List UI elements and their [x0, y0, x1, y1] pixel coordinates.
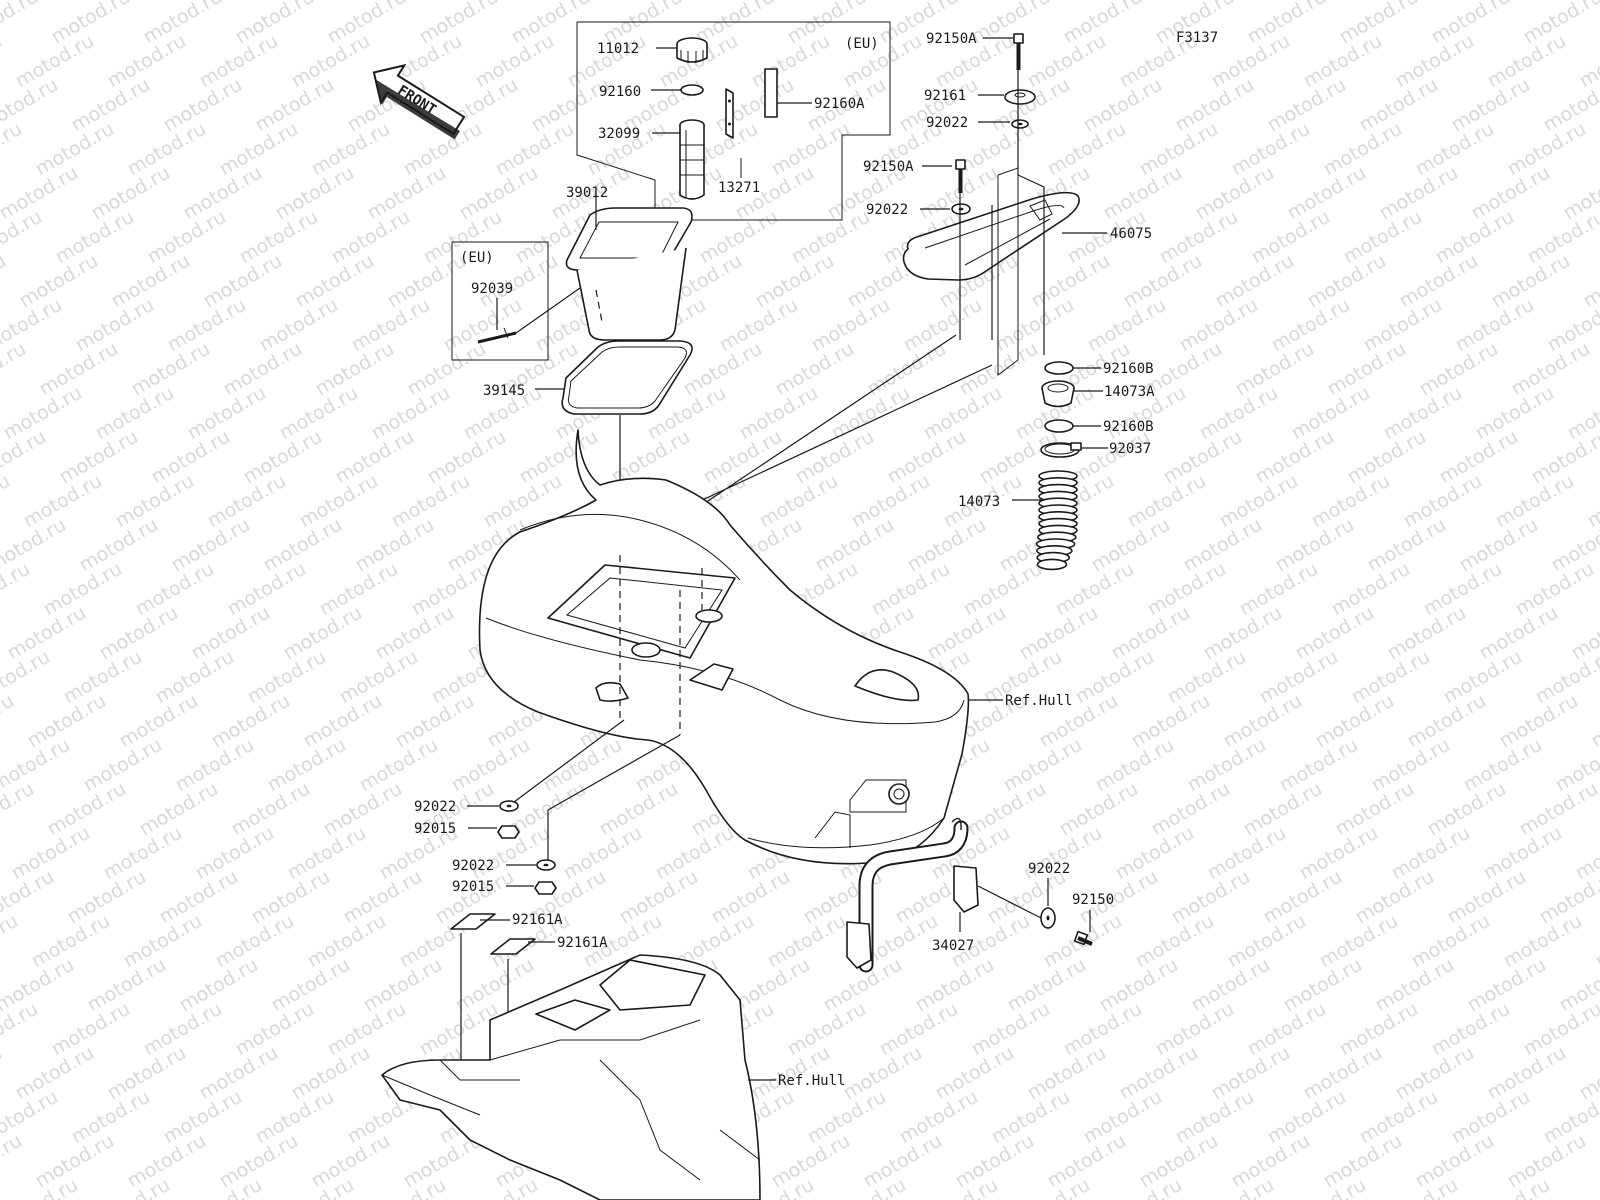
hose-ring [1036, 558, 1068, 571]
label-92022-e: 92022 [1028, 861, 1070, 877]
label-92160A: 92160A [814, 96, 865, 112]
watermark-text: motod.ru [0, 558, 34, 621]
label-92015-b: 92015 [452, 879, 494, 895]
label-39012: 39012 [566, 185, 608, 201]
filler-neck-32099-icon [679, 119, 705, 200]
watermark-text: motod.ru [1596, 1130, 1600, 1193]
watermark-text: motod.ru [0, 822, 2, 885]
eu-left-box [451, 241, 549, 361]
nut-92015-b-icon [534, 881, 557, 895]
label-14073: 14073 [958, 494, 1000, 510]
washer-92022-b-icon [951, 203, 971, 215]
label-92160B-b: 92160B [1103, 419, 1154, 435]
watermark-text: motod.ru [0, 0, 42, 48]
pad-92161A-a-icon [450, 913, 496, 930]
hose-14073-icon [1035, 470, 1078, 571]
watermark-text: motod.ru [0, 690, 18, 753]
watermark-text: motod.ru [1588, 690, 1600, 753]
label-92022-c: 92022 [414, 799, 456, 815]
label-32099: 32099 [598, 126, 640, 142]
bolt-92150-icon [1073, 930, 1093, 946]
label-92150A-top: 92150A [926, 31, 977, 47]
label-ref-hull-upper: Ref.Hull [1005, 693, 1072, 709]
label-11012: 11012 [597, 41, 639, 57]
label-92160: 92160 [599, 84, 641, 100]
watermark-text: motod.ru [1560, 1174, 1600, 1200]
lower-hull-icon [381, 954, 761, 1200]
label-92160B-a: 92160B [1103, 361, 1154, 377]
clamp-92037-icon [1040, 442, 1082, 458]
watermark-text: motod.ru [1596, 118, 1600, 181]
label-92161A-b: 92161A [557, 935, 608, 951]
label-92015-a: 92015 [414, 821, 456, 837]
washer-92022-a-icon [1011, 119, 1029, 129]
label-92150: 92150 [1072, 892, 1114, 908]
pin-92039-icon [477, 327, 517, 344]
label-39145: 39145 [483, 383, 525, 399]
eu-top-label: (EU) [845, 36, 879, 52]
front-arrow-icon: FRONT [372, 63, 466, 140]
label-92039: 92039 [471, 281, 513, 297]
watermark-text: motod.ru [0, 1130, 26, 1193]
storage-box-39012-icon [565, 207, 693, 341]
watermark-text: motod.ru [0, 250, 10, 313]
nut-92015-a-icon [497, 825, 520, 839]
o-ring-92160B-b-icon [1044, 419, 1074, 433]
watermark-text: motod.ru [0, 910, 22, 973]
washer-92022-d-icon [536, 859, 556, 871]
eu-left-label: (EU) [460, 250, 494, 266]
label-13271: 13271 [718, 180, 760, 196]
label-92161A-a: 92161A [512, 912, 563, 928]
label-ref-hull-lower: Ref.Hull [778, 1073, 845, 1089]
watermark-text: motod.ru [1576, 1042, 1600, 1105]
label-92022-a: 92022 [926, 115, 968, 131]
watermark-text: motod.ru [1584, 470, 1600, 533]
label-92150A-mid: 92150A [863, 159, 914, 175]
figure-code: F3137 [1176, 30, 1218, 46]
label-92037: 92037 [1109, 441, 1151, 457]
seal-39145-icon [561, 340, 693, 415]
rubber-cap-92161-icon [1004, 89, 1036, 105]
label-46075: 46075 [1110, 226, 1152, 242]
label-34027: 34027 [932, 938, 974, 954]
watermark-text: motod.ru [1592, 910, 1600, 973]
bolt-92150A-mid-icon [955, 159, 966, 193]
label-92022-b: 92022 [866, 202, 908, 218]
handle-46075-icon [902, 191, 1080, 281]
o-ring-92160B-a-icon [1044, 361, 1074, 375]
strip-92160A-icon [764, 68, 778, 118]
washer-92022-c-icon [499, 800, 519, 812]
watermark-text: motod.ru [0, 118, 26, 181]
watermark-text: motod.ru [1580, 250, 1600, 313]
label-92161: 92161 [924, 88, 966, 104]
deck-hull-icon [478, 429, 970, 865]
eu-top-box [576, 21, 891, 221]
label-14073A: 14073A [1104, 384, 1155, 400]
label-92022-d: 92022 [452, 858, 494, 874]
washer-92022-e-icon [1040, 907, 1056, 929]
pad-92161A-b-icon [490, 938, 536, 955]
cap-11012-icon [676, 37, 708, 63]
collar-14073A-icon [1041, 380, 1075, 408]
bolt-92150A-top-icon [1013, 33, 1024, 70]
o-ring-92160-icon [680, 84, 704, 96]
watermark-text: motod.ru [0, 338, 30, 401]
watermark-text: motod.ru [0, 470, 14, 533]
watermark-text: motod.ru [0, 30, 6, 93]
watermark-text: motod.ru [1576, 30, 1600, 93]
strap-13271-icon [725, 88, 742, 178]
watermark-text: motod.ru [0, 1042, 6, 1105]
grab-bar-34027-icon [846, 817, 979, 973]
